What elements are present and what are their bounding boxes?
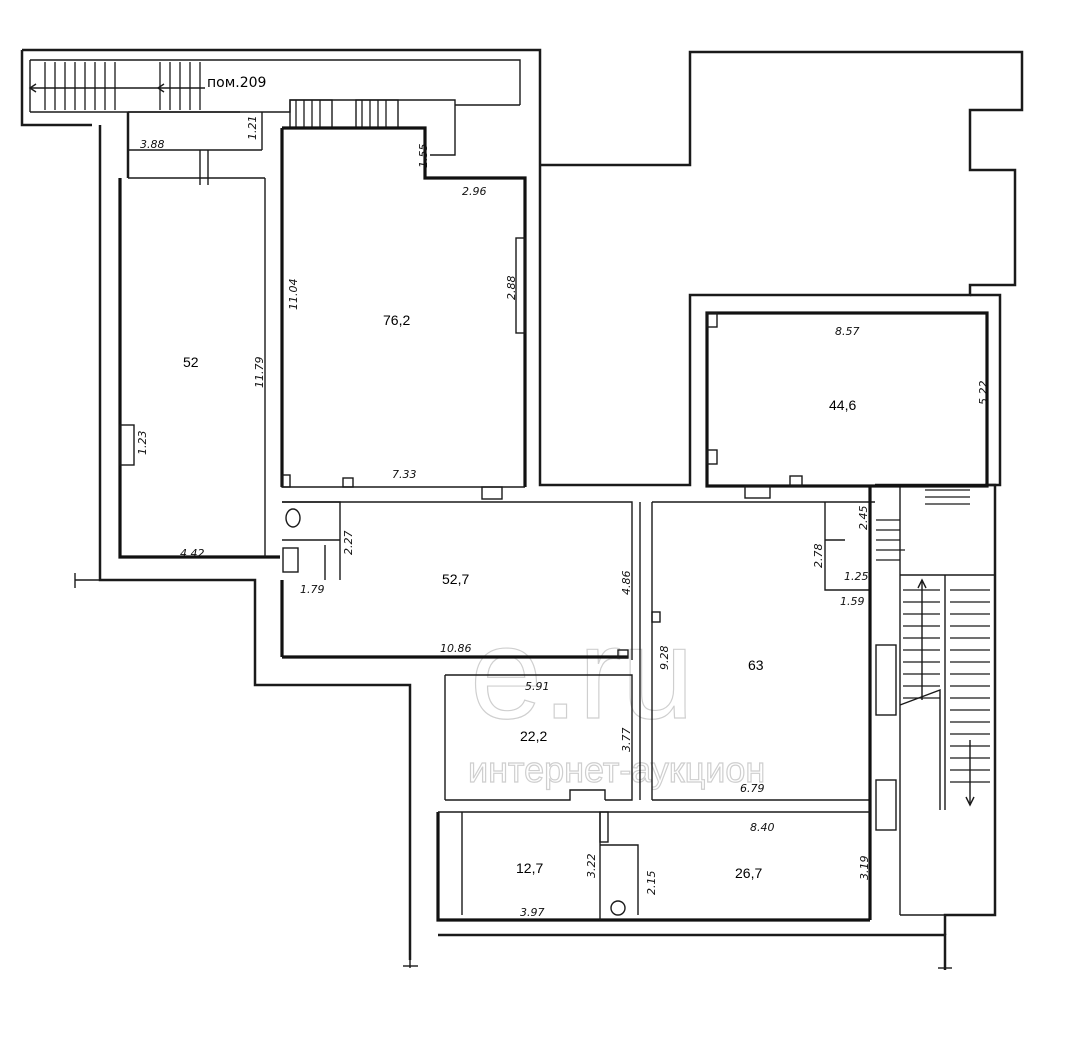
room-number-label: пом.209 xyxy=(207,75,266,91)
room-area-26-7: 26,7 xyxy=(735,865,762,881)
dim-label: 2.45 xyxy=(857,506,870,531)
dim-label: 2.15 xyxy=(645,871,658,896)
dim-label: 11.79 xyxy=(253,357,266,389)
dim-label: 5.91 xyxy=(525,680,550,693)
dim-label: 3.88 xyxy=(140,138,165,151)
dim-label: 2.88 xyxy=(505,276,518,301)
dim-label: 5.22 xyxy=(977,381,990,406)
dim-label: 2.78 xyxy=(812,544,825,569)
dim-label: 4.42 xyxy=(180,547,205,560)
top-stairs xyxy=(28,62,399,129)
dimension-labels: 3.88 1.21 1.55 2.96 11.04 2.88 7.33 11.7… xyxy=(136,116,990,920)
dim-label: 3.77 xyxy=(620,728,633,753)
dim-label: 3.22 xyxy=(585,854,598,879)
dim-label: 1.25 xyxy=(844,570,869,583)
room-area-52-7: 52,7 xyxy=(442,571,469,587)
dim-label: 9.28 xyxy=(658,646,671,671)
dim-label: 6.79 xyxy=(740,782,765,795)
dim-label: 1.59 xyxy=(840,595,865,608)
watermark-logo: e.ru xyxy=(470,600,694,746)
right-stairs xyxy=(876,489,990,810)
dim-label: 10.86 xyxy=(440,642,472,655)
area-labels: 52 76,2 44,6 52,7 63 22,2 12,7 26,7 xyxy=(183,312,856,881)
dim-label: 8.40 xyxy=(750,821,775,834)
room-area-63: 63 xyxy=(748,657,764,673)
dim-label: 11.04 xyxy=(287,279,300,311)
room-area-52: 52 xyxy=(183,354,199,370)
dim-label: 1.79 xyxy=(300,583,325,596)
dim-label: 4.86 xyxy=(620,571,633,596)
dim-label: 2.27 xyxy=(342,531,355,556)
room-area-44-6: 44,6 xyxy=(829,397,856,413)
room-area-76-2: 76,2 xyxy=(383,312,410,328)
dim-label: 7.33 xyxy=(392,468,417,481)
dim-label: 1.23 xyxy=(136,431,149,456)
dim-label: 8.57 xyxy=(835,325,860,338)
room-area-12-7: 12,7 xyxy=(516,860,543,876)
outer-walls xyxy=(20,48,1024,970)
dim-label: 2.96 xyxy=(462,185,487,198)
watermark: e.ru интернет-аукцион xyxy=(467,599,766,790)
inner-walls xyxy=(118,99,989,922)
dim-label: 3.19 xyxy=(858,856,871,881)
watermark-text: интернет-аукцион xyxy=(468,749,765,790)
room-area-22-2: 22,2 xyxy=(520,728,547,744)
dim-label: 3.97 xyxy=(520,906,545,919)
dim-label: 1.55 xyxy=(417,144,430,169)
dim-label: 1.21 xyxy=(246,116,259,141)
